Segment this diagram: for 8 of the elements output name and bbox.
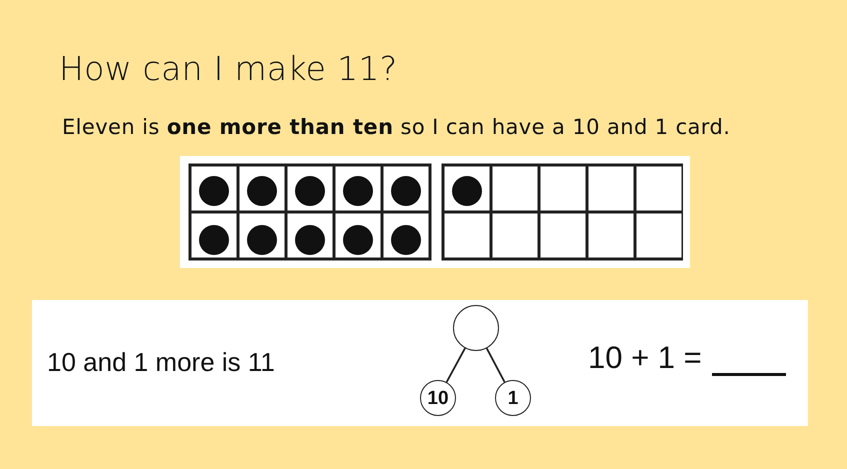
connector-line (446, 348, 466, 383)
intro-sentence: Eleven is one more than ten so I can have a 10 and 1 card. (62, 114, 730, 141)
number-label: 1 (508, 388, 518, 408)
connector-line (486, 348, 506, 382)
statement-text: 10 and 1 more is 11 (47, 346, 275, 378)
number-label: 10 (427, 388, 449, 408)
title: How can I make 11? (59, 48, 398, 90)
equation-text: 10 + 1 = (588, 340, 702, 376)
